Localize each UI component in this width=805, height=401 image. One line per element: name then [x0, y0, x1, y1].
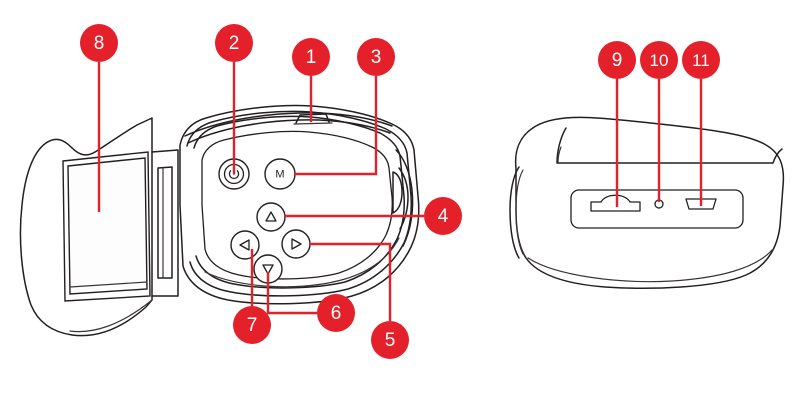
callout-bubbles: 1 2 3 4 5 6 7 8 9 10 11	[80, 24, 720, 359]
lcd-screen	[67, 157, 148, 295]
lcd-screen-inner-bevel	[69, 281, 148, 288]
hinge-bracket-inner	[157, 166, 173, 279]
hinge-bracket-outer	[151, 149, 179, 297]
leader-lines	[97, 62, 703, 321]
top-ridge	[184, 112, 393, 137]
callout-11[interactable]: 11	[682, 41, 720, 79]
leader-5	[309, 242, 392, 321]
left-button[interactable]	[230, 230, 260, 260]
callout-4-number: 4	[438, 206, 449, 227]
grip-detail-inner	[398, 167, 409, 230]
callout-7-number: 7	[247, 315, 258, 336]
callout-6-bubble	[317, 294, 355, 332]
port-compartment	[570, 189, 744, 229]
callout-9-bubble	[598, 41, 636, 79]
triangle-right-icon	[291, 238, 302, 250]
power-icon	[228, 170, 240, 180]
side-strap-lug-inner	[515, 169, 524, 255]
callout-10[interactable]: 10	[640, 41, 678, 79]
callout-8-number: 8	[94, 33, 105, 54]
callout-7[interactable]: 7	[233, 306, 271, 344]
callout-2-bubble	[215, 24, 253, 62]
callout-6[interactable]: 6	[317, 294, 355, 332]
callout-10-bubble	[640, 41, 678, 79]
callout-3-bubble	[357, 38, 395, 76]
body-bottom-sweep	[204, 237, 400, 288]
callout-2-number: 2	[229, 33, 240, 54]
right-button[interactable]	[281, 229, 311, 259]
callout-9-number: 9	[612, 50, 623, 71]
callout-11-bubble	[682, 41, 720, 79]
callout-1-number: 1	[306, 47, 317, 68]
callout-10-number: 10	[650, 51, 669, 70]
usb-port[interactable]	[685, 198, 717, 210]
callout-6-number: 6	[331, 303, 342, 324]
callout-1-bubble	[292, 38, 330, 76]
lcd-housing-bevel	[69, 299, 153, 333]
triangle-down-icon	[262, 264, 274, 275]
triangle-left-icon	[239, 239, 250, 251]
callout-1[interactable]: 1	[292, 38, 330, 76]
callout-11-number: 11	[692, 51, 710, 70]
leader-6	[266, 272, 317, 315]
shutter-button-base	[293, 122, 333, 125]
callout-7-bubble	[233, 306, 271, 344]
up-button[interactable]	[256, 202, 286, 232]
callout-3[interactable]: 3	[357, 38, 395, 76]
callout-2[interactable]: 2	[215, 24, 253, 62]
callout-5-bubble	[371, 321, 409, 359]
callout-4[interactable]: 4	[424, 197, 462, 235]
callout-5-number: 5	[385, 330, 396, 351]
callout-4-bubble	[424, 197, 462, 235]
callout-5[interactable]: 5	[371, 321, 409, 359]
callout-3-number: 3	[371, 47, 382, 68]
camera-body-contour-b	[193, 115, 405, 289]
side-bottom-contour	[527, 249, 773, 283]
side-view	[509, 116, 785, 289]
shutter-button[interactable]	[295, 113, 330, 124]
front-view: M	[19, 104, 420, 337]
side-strap-lug	[509, 166, 520, 259]
leader-3	[294, 76, 378, 176]
side-top-crease	[556, 127, 783, 164]
strap-lug	[392, 171, 403, 214]
callout-8[interactable]: 8	[80, 24, 118, 62]
grip-detail-outer	[395, 149, 414, 247]
top-ridge-2	[187, 119, 391, 144]
callout-8-bubble	[80, 24, 118, 62]
mode-button-label: M	[275, 169, 284, 181]
side-top-crease-2	[557, 146, 562, 164]
triangle-up-icon	[265, 211, 277, 222]
callout-9[interactable]: 9	[598, 41, 636, 79]
